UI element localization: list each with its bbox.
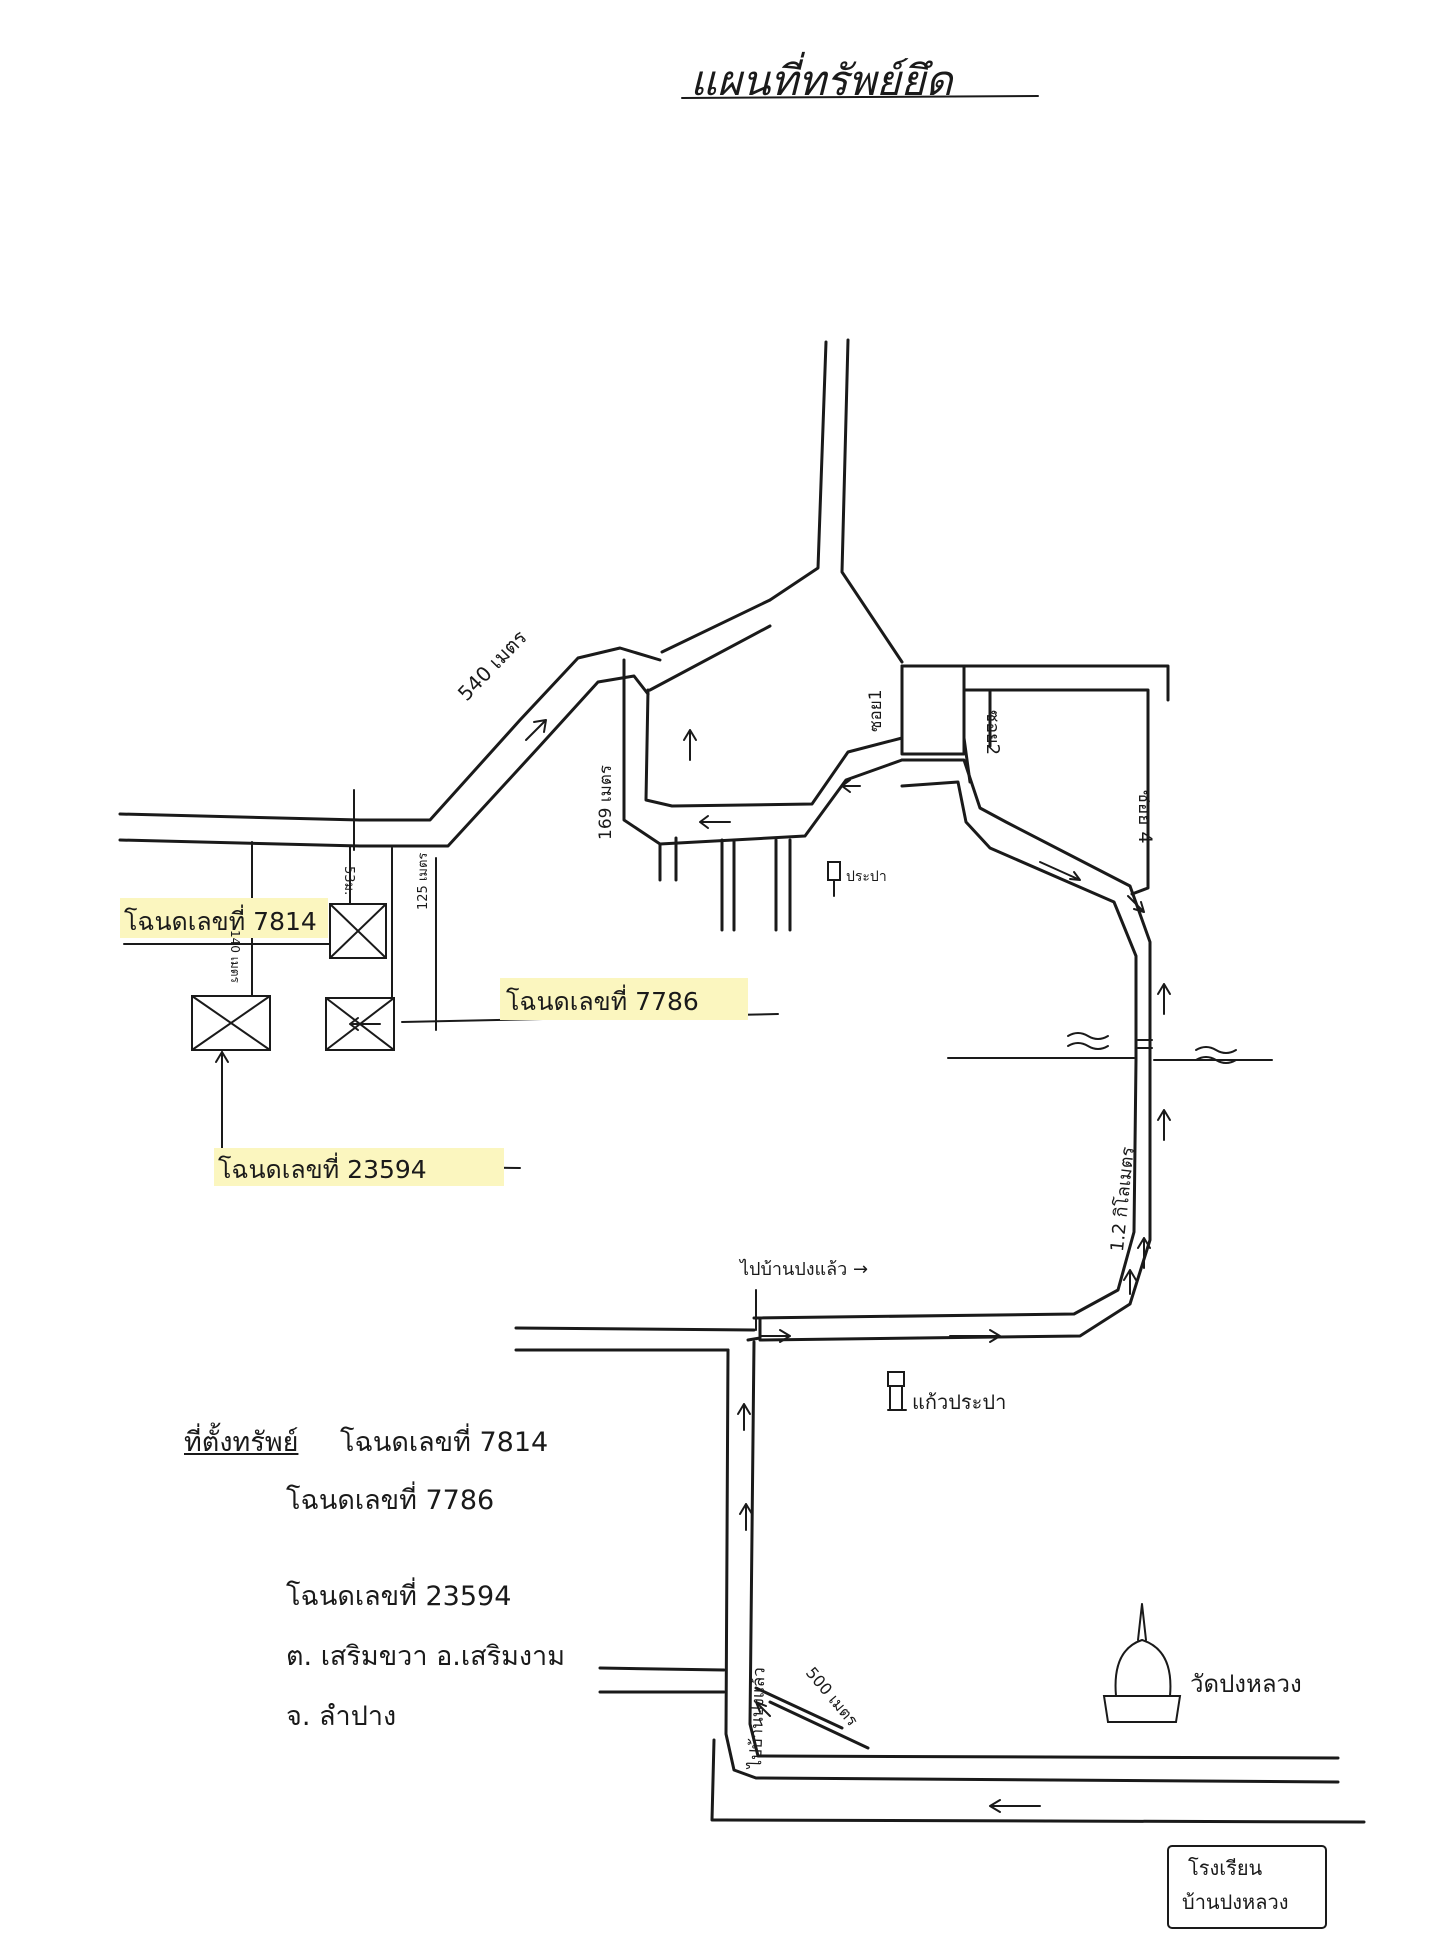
road-west xyxy=(118,789,362,851)
parcel-7814 xyxy=(329,903,387,959)
road-main-south xyxy=(752,758,1153,1342)
label-53m: 53ม. xyxy=(341,866,356,896)
parcel-23594 xyxy=(191,995,271,1051)
label-soi4: ซอย 4 xyxy=(1134,790,1156,844)
deed-label-7786[interactable]: โฉนดเลขที่ 7786 xyxy=(506,987,699,1016)
label-prapa: ประปา xyxy=(846,869,887,885)
location-heading: ที่ตั้งทรัพย์ xyxy=(184,1427,299,1458)
label-to-ban-pong-laeng-vertical: ไปบ้านปงแล้ว xyxy=(745,1666,770,1769)
location-line2: โฉนดเลขที่ 7786 xyxy=(286,1485,495,1516)
label-wat-pong-luang: วัดปงหลวง xyxy=(1190,1670,1302,1698)
label-to-ban-pong-laeng: ไปบ้านปงแล้ว → xyxy=(740,1259,869,1280)
stupa-icon xyxy=(1102,1603,1182,1723)
location-line1: โฉนดเลขที่ 7814 xyxy=(340,1427,549,1458)
label-kaew-prapa: แก้วประปา xyxy=(912,1390,1007,1414)
road-to-ban-pong-laeng xyxy=(514,1289,757,1352)
river xyxy=(947,1032,1273,1064)
label-169m: 169 เมตร xyxy=(596,764,616,840)
deed-label-7814[interactable]: โฉนดเลขที่ 7814 xyxy=(124,907,317,936)
highlight-7814 xyxy=(120,898,328,938)
label-soi1: ซอย1 xyxy=(866,689,886,732)
road-south xyxy=(598,1316,1366,1824)
prapa-icon xyxy=(827,861,841,897)
highlight-23594 xyxy=(214,1148,504,1186)
deed-label-23594[interactable]: โฉนดเลขที่ 23594 xyxy=(218,1155,427,1184)
road-169m-loop xyxy=(622,658,904,932)
location-line4: ต. เสริมขวา อ.เสริมงาม xyxy=(286,1641,566,1672)
school-line2: บ้านปงหลวง xyxy=(1182,1890,1289,1914)
label-soi2: ซอย2 xyxy=(982,710,1003,756)
route-arrows xyxy=(349,719,1171,1813)
label-125m: 125 เมตร xyxy=(416,852,431,910)
road-540m xyxy=(358,598,772,848)
location-line5: จ. ลำปาง xyxy=(286,1701,397,1732)
page-title: แผนที่ทรัพย์ยึด xyxy=(690,56,953,105)
highlight-7786 xyxy=(500,978,748,1020)
title-underline xyxy=(681,95,1039,99)
school-line1: โรงเรียน xyxy=(1188,1856,1263,1880)
water-tower-icon xyxy=(887,1371,907,1411)
school-box xyxy=(1167,1845,1327,1929)
location-line3: โฉนดเลขที่ 23594 xyxy=(286,1581,512,1612)
road-north xyxy=(768,338,904,664)
road-soi-block xyxy=(900,664,1170,896)
parcel-7786 xyxy=(325,997,395,1051)
